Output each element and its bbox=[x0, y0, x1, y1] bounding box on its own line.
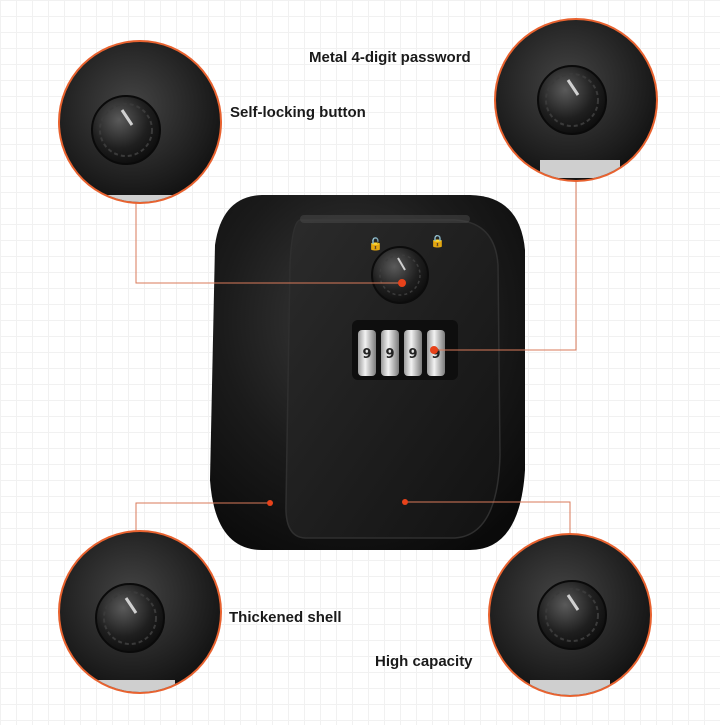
hotspots bbox=[267, 279, 438, 506]
hotspot-metal-password bbox=[430, 346, 438, 354]
unlock-icon: 🔓 bbox=[368, 237, 383, 251]
hotspot-high-capacity bbox=[402, 499, 408, 505]
lock-icon: 🔒 bbox=[430, 234, 445, 248]
dial-digit: 9 bbox=[385, 347, 394, 362]
label-self-locking: Self-locking button bbox=[230, 104, 366, 121]
leader-lines bbox=[135, 178, 577, 537]
label-metal-password: Metal 4-digit password bbox=[309, 49, 471, 66]
label-thickened-shell: Thickened shell bbox=[229, 609, 342, 626]
dial-digit: 9 bbox=[362, 347, 371, 362]
label-high-capacity: High capacity bbox=[375, 653, 473, 670]
leader-line-self-locking bbox=[135, 200, 402, 284]
zoom-circle-metal-password bbox=[494, 18, 658, 182]
combination-dials: 9 9 9 9 bbox=[352, 320, 458, 380]
self-locking-knob bbox=[371, 246, 429, 304]
dial-digit: 9 bbox=[408, 347, 417, 362]
leader-line-high-capacity bbox=[405, 501, 571, 537]
zoom-circle-high-capacity bbox=[488, 533, 652, 697]
key-lock-box: 🔓 🔒 9 9 9 9 bbox=[210, 195, 525, 550]
zoom-circle-thickened-shell bbox=[58, 530, 222, 694]
leader-line-metal-password bbox=[434, 178, 577, 351]
zoom-circle-self-locking bbox=[58, 40, 222, 204]
hotspot-thickened-shell bbox=[267, 500, 273, 506]
leader-line-thickened-shell bbox=[135, 502, 270, 534]
dial-digit: 9 bbox=[431, 347, 440, 362]
hotspot-self-locking bbox=[398, 279, 406, 287]
